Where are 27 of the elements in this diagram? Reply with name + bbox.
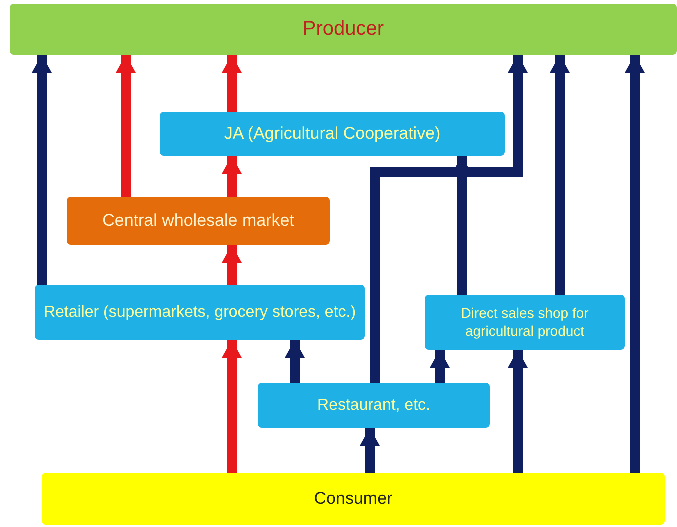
shop-box bbox=[425, 295, 625, 350]
node-label: Restaurant, etc. bbox=[318, 396, 430, 416]
arrow bbox=[550, 55, 570, 295]
arrow bbox=[360, 428, 380, 473]
node-label: Producer bbox=[302, 17, 384, 42]
arrow bbox=[222, 156, 242, 197]
consumer-band bbox=[42, 473, 665, 525]
arrow bbox=[222, 55, 242, 112]
node-label: Direct sales shop for agricultural product bbox=[460, 305, 590, 340]
arrow bbox=[370, 55, 528, 383]
arrow bbox=[32, 55, 52, 285]
retailer-box bbox=[35, 285, 365, 340]
node-label: JA (Agricultural Cooperative) bbox=[224, 123, 441, 145]
arrow bbox=[285, 340, 305, 383]
node-label: Retailer (supermarkets, grocery stores, etc.) bbox=[44, 302, 356, 322]
node-label: Central wholesale market bbox=[102, 210, 294, 232]
arrow bbox=[430, 350, 450, 383]
arrow bbox=[508, 350, 528, 473]
restaurant-box bbox=[258, 383, 490, 428]
arrow bbox=[222, 340, 242, 473]
arrow bbox=[116, 55, 136, 197]
node-label: Consumer bbox=[314, 488, 393, 510]
arrow bbox=[222, 245, 242, 285]
market-box bbox=[67, 197, 330, 245]
producer-band bbox=[10, 4, 677, 55]
arrow bbox=[625, 55, 645, 473]
cooperative-box bbox=[160, 112, 505, 156]
